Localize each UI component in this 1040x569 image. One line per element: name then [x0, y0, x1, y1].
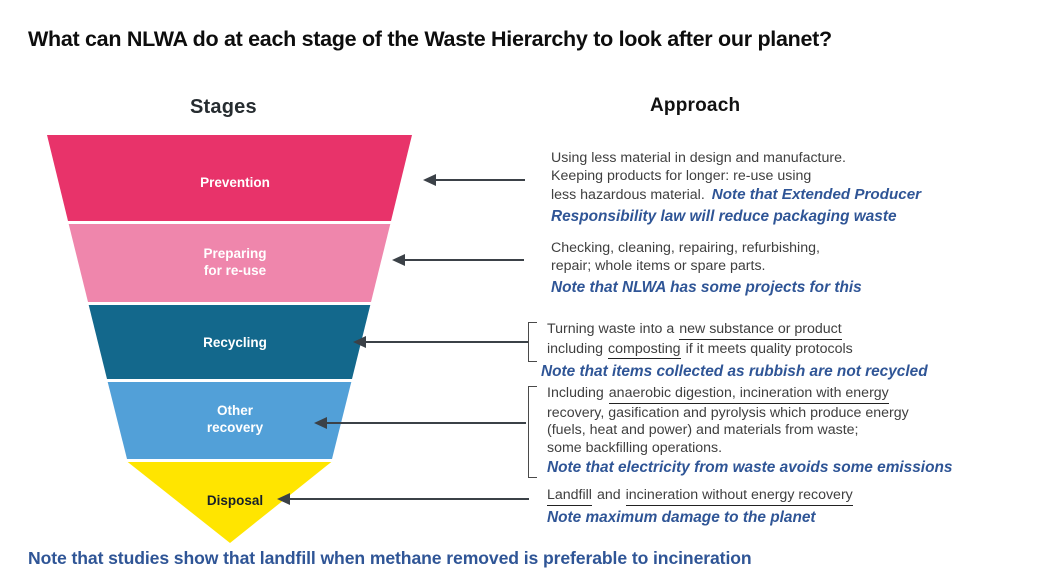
arrow-head-icon	[277, 493, 290, 505]
note-text: Note maximum damage to the planet	[547, 508, 816, 526]
arrow-shaft	[432, 179, 525, 182]
arrow-shaft	[323, 422, 526, 425]
approach-line: Landfill and incineration without energy…	[547, 487, 1037, 506]
arrow-head-icon	[392, 254, 405, 266]
band-label-other-recovery: Other recovery	[206, 403, 264, 436]
page-title: What can NLWA do at each stage of the Wa…	[28, 27, 832, 51]
underlined-term: Landfill	[547, 487, 592, 506]
arrow-head-icon	[423, 174, 436, 186]
approach-line: some backfilling operations.	[547, 439, 723, 456]
band-label-prevention: Prevention	[200, 175, 270, 190]
band-label-disposal: Disposal	[206, 493, 264, 508]
band-label-preparing: Preparing for re-use	[203, 246, 267, 279]
note-text: Note that electricity from waste avoids …	[547, 459, 953, 476]
brace-recycling	[528, 322, 537, 362]
note-text: Note that items collected as rubbish are…	[541, 363, 928, 380]
approach-line: (fuels, heat and power) and materials fr…	[547, 422, 859, 438]
waste-hierarchy-funnel: Prevention Preparing for re-use Recyclin…	[0, 0, 470, 569]
funnel-shapes	[47, 135, 412, 543]
arrow-to-recycling	[353, 336, 528, 348]
band-label-recycling: Recycling	[203, 335, 267, 350]
note-text: Responsibility law will reduce packaging…	[551, 208, 897, 225]
arrow-shaft	[362, 341, 528, 344]
arrow-to-preparing	[392, 254, 524, 266]
stages-column-header: Stages	[190, 96, 257, 118]
underlined-term: composting	[608, 341, 681, 359]
approach-line: Turning waste into a new substance or pr…	[547, 321, 1027, 340]
funnel-band-recycling	[88, 305, 371, 379]
note-text: Note that NLWA has some projects for thi…	[551, 279, 862, 296]
funnel-band-preparing	[68, 224, 391, 302]
approach-line: recovery, gasification and pyrolysis whi…	[547, 404, 909, 421]
approach-other-recovery: Including anaerobic digestion, incinerat…	[547, 385, 1037, 478]
funnel-band-disposal	[127, 462, 332, 543]
note-text: Note that Extended Producer	[711, 186, 922, 203]
arrow-shaft	[401, 259, 524, 262]
approach-line: less hazardous material.	[551, 187, 705, 203]
approach-line: repair; whole items or spare parts.	[551, 257, 766, 274]
funnel-band-prevention	[47, 135, 412, 221]
approach-line: Keeping products for longer: re-use usin…	[551, 167, 812, 184]
approach-disposal: Landfill and incineration without energy…	[547, 487, 1037, 528]
bottom-note-text: Note that studies show that landfill whe…	[28, 548, 752, 568]
arrow-head-icon	[353, 336, 366, 348]
approach-line: Checking, cleaning, repairing, refurbish…	[551, 240, 820, 256]
underlined-term: new substance or product	[679, 321, 842, 340]
arrow-to-other-recovery	[314, 417, 526, 429]
brace-other-recovery	[528, 386, 537, 478]
underlined-term: anaerobic digestion, incineration with e…	[608, 385, 889, 404]
approach-column-header: Approach	[650, 95, 741, 116]
approach-line: including composting if it meets quality…	[547, 341, 1027, 359]
approach-prevention: Using less material in design and manufa…	[551, 150, 1031, 227]
approach-line-with-note: less hazardous material. Note that Exten…	[551, 185, 1031, 205]
arrow-to-prevention	[423, 174, 525, 186]
funnel-band-other-recovery	[107, 382, 352, 459]
approach-line: Including anaerobic digestion, incinerat…	[547, 385, 1037, 404]
underlined-term: incineration without energy recovery	[625, 487, 853, 506]
approach-line: Using less material in design and manufa…	[551, 150, 846, 166]
approach-preparing: Checking, cleaning, repairing, refurbish…	[551, 240, 1021, 298]
approach-recycling: Turning waste into a new substance or pr…	[541, 321, 1027, 382]
arrow-to-disposal	[277, 493, 529, 505]
arrow-head-icon	[314, 417, 327, 429]
arrow-shaft	[286, 498, 529, 501]
